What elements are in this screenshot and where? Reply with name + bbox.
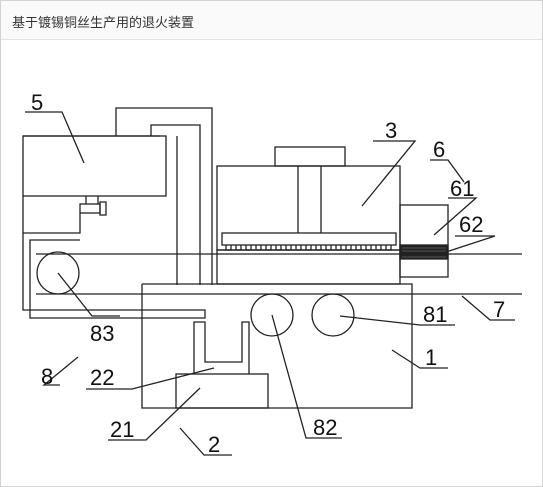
- heating-plate: [221, 232, 397, 246]
- roller-82: [250, 293, 294, 337]
- water-tank: [175, 373, 269, 409]
- leader-3: [361, 140, 417, 207]
- figure-title: 基于镀锡铜丝生产用的退火装置: [12, 16, 195, 31]
- cooling-box: [399, 204, 449, 278]
- leader-2: [179, 427, 232, 456]
- roller-81: [311, 293, 355, 337]
- leader-22: [86, 367, 215, 390]
- label-62: 62: [459, 212, 483, 237]
- leader-7: [461, 295, 515, 321]
- leader-6: [430, 159, 465, 183]
- label-83: 83: [90, 321, 114, 346]
- leader-21: [108, 387, 201, 441]
- heating-chamber: [216, 165, 401, 251]
- leader-82: [271, 314, 342, 439]
- motor-shaft-nut: [79, 203, 101, 214]
- inlet-pipe: [193, 321, 250, 374]
- leader-5: [25, 111, 85, 164]
- motor-box: [22, 135, 167, 197]
- label-8: 8: [41, 364, 53, 389]
- leader-62: [445, 235, 496, 253]
- label-5: 5: [31, 90, 43, 115]
- label-1: 1: [425, 345, 437, 370]
- leader-83: [57, 272, 120, 317]
- motor-shaft-flange: [99, 201, 107, 216]
- pipe-inner: [150, 124, 201, 285]
- leader-61: [433, 197, 478, 236]
- chamber-channel: [216, 249, 401, 285]
- label-22: 22: [90, 365, 114, 390]
- base-box: [141, 283, 413, 409]
- chamber-top-cap: [274, 146, 346, 167]
- label-82: 82: [313, 415, 337, 440]
- label-21: 21: [110, 417, 134, 442]
- label-2: 2: [208, 432, 220, 457]
- cooling-pad-texture: [402, 247, 446, 258]
- roller-83: [36, 251, 80, 295]
- label-61: 61: [450, 176, 474, 201]
- label-81: 81: [423, 302, 447, 327]
- motor-bracket: [22, 196, 81, 234]
- leader-81: [339, 315, 455, 326]
- bottom-bracket: [22, 233, 206, 319]
- leader-1: [391, 349, 448, 369]
- label-3: 3: [385, 118, 397, 143]
- leader-8: [42, 356, 79, 386]
- label-7: 7: [493, 297, 505, 322]
- heating-teeth: [225, 245, 392, 251]
- title-bar: 基于镀锡铜丝生产用的退火装置: [1, 1, 542, 40]
- label-6: 6: [433, 137, 445, 162]
- pipe-outer: [115, 107, 213, 285]
